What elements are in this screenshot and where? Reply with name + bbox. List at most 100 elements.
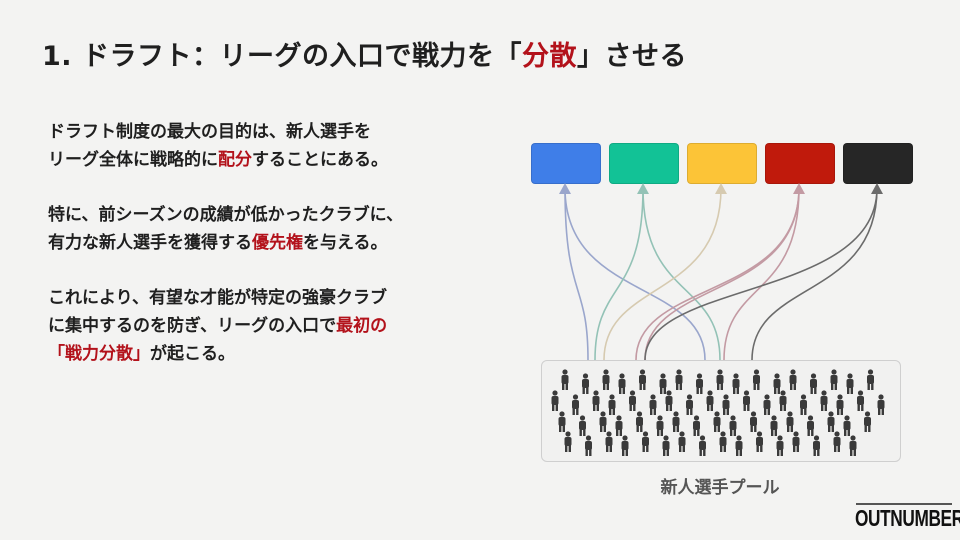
rookie-player-icon — [678, 431, 686, 452]
rookie-player-icon — [686, 394, 693, 415]
rookie-player-icon — [877, 394, 885, 415]
arrowhead-icon — [559, 183, 571, 194]
rookie-player-icon — [599, 411, 607, 432]
rookie-player-icon — [776, 435, 784, 456]
rookie-player-icon — [636, 411, 643, 432]
rookie-player-icon — [585, 435, 592, 456]
rookie-player-icon — [621, 435, 629, 456]
rookie-player-icon — [564, 431, 572, 452]
rookie-player-icon — [719, 431, 727, 452]
team-box-4 — [765, 143, 835, 184]
rookie-player-icon — [743, 390, 750, 411]
rookie-player-icon — [649, 394, 657, 415]
line: 有力な新人選手を獲得する優先権を与える。 — [48, 229, 403, 257]
rookie-player-icon — [656, 415, 664, 436]
team-box-3 — [687, 143, 757, 184]
rookie-player-icon — [659, 373, 667, 394]
rookie-player-icon — [807, 415, 814, 436]
team-box-1 — [531, 143, 601, 184]
rookie-player-icon — [662, 435, 670, 456]
highlight: 「戦力分散」 — [48, 344, 150, 364]
rookie-player-icon — [732, 373, 740, 394]
rookie-player-icon — [786, 411, 794, 432]
rookie-player-icon — [849, 435, 857, 456]
rookie-player-icon — [763, 394, 771, 415]
rookie-player-icon — [665, 390, 673, 411]
draft-arrow — [603, 187, 722, 361]
highlight: 優先権 — [252, 233, 303, 253]
rookie-player-icon — [582, 373, 589, 394]
rookie-player-icon — [779, 390, 787, 411]
rookie-player-icon — [729, 415, 737, 436]
text: 有力な新人選手を獲得する — [48, 233, 252, 253]
rookie-player-icon — [813, 435, 820, 456]
rookie-player-icon — [602, 369, 610, 390]
text: が起こる。 — [150, 344, 235, 364]
slide-title: 1. ドラフト：リーグの入口で戦力を「分散」させる — [42, 34, 687, 73]
rookie-player-icon — [675, 369, 683, 390]
rookie-player-icon — [789, 369, 797, 390]
arrowhead-icon — [715, 183, 727, 194]
rookie-player-icon — [857, 390, 864, 411]
line: 特に、前シーズンの成績が低かったクラブに、 — [48, 205, 404, 225]
team-box-5 — [843, 143, 913, 184]
text: リーグ全体に戦略的に — [48, 150, 218, 170]
body-text: ドラフト制度の最大の目的は、新人選手を リーグ全体に戦略的に配分することにある。… — [48, 118, 403, 395]
rookie-player-icon — [864, 411, 871, 432]
text: を与える。 — [303, 233, 388, 253]
text: に集中するのを防ぎ、リーグの入口で — [48, 316, 337, 336]
team-box-2 — [609, 143, 679, 184]
rookie-player-icon — [672, 411, 680, 432]
outnumber-logo: OUTNUMBER — [855, 505, 960, 531]
rookie-player-icon — [820, 390, 828, 411]
paragraph-3: これにより、有望な才能が特定の強豪クラブ に集中するのを防ぎ、リーグの入口で最初… — [48, 284, 403, 368]
line: に集中するのを防ぎ、リーグの入口で最初の — [48, 312, 403, 340]
draft-arrow — [564, 187, 589, 361]
rookie-player-icon — [693, 415, 700, 436]
draft-arrow — [642, 187, 721, 361]
rookie-player-icon — [561, 369, 569, 390]
rookie-player-icon — [618, 373, 626, 394]
rookie-player-icon — [827, 411, 835, 432]
rookie-player-icon — [867, 369, 874, 390]
rookie-player-icon — [753, 369, 760, 390]
title-highlight: 分散 — [521, 41, 577, 72]
text: することにある。 — [252, 150, 388, 170]
rookie-player-icon — [558, 411, 566, 432]
rookie-player-icon — [792, 431, 800, 452]
line: リーグ全体に戦略的に配分することにある。 — [48, 146, 403, 174]
line: 「戦力分散」が起こる。 — [48, 340, 403, 368]
rookie-player-icon — [750, 411, 757, 432]
rookie-player-icon — [756, 431, 763, 452]
draft-arrow — [751, 187, 878, 361]
rookie-player-icon — [642, 431, 649, 452]
arrowhead-icon — [793, 183, 805, 194]
rookie-player-icon — [592, 390, 600, 411]
rookie-player-icon — [608, 394, 616, 415]
arrowhead-icon — [871, 183, 883, 194]
rookie-player-icon — [810, 373, 817, 394]
line: ドラフト制度の最大の目的は、新人選手を — [48, 122, 371, 142]
paragraph-1: ドラフト制度の最大の目的は、新人選手を リーグ全体に戦略的に配分することにある。 — [48, 118, 403, 174]
draft-arrow — [635, 187, 800, 361]
rookie-player-icon — [836, 394, 844, 415]
highlight: 配分 — [218, 150, 252, 170]
rookie-player-icon — [773, 373, 781, 394]
rookie-player-icon — [605, 431, 613, 452]
rookie-player-icon — [629, 390, 636, 411]
paragraph-2: 特に、前シーズンの成績が低かったクラブに、 有力な新人選手を獲得する優先権を与え… — [48, 201, 403, 257]
rookie-player-icon — [696, 373, 703, 394]
rookie-player-icon — [699, 435, 706, 456]
rookie-player-icon — [830, 369, 838, 390]
rookie-player-icon — [843, 415, 851, 436]
draft-arrow — [594, 187, 644, 361]
rookie-player-icon — [800, 394, 807, 415]
rookie-player-icon — [735, 435, 743, 456]
rookie-player-icon — [833, 431, 841, 452]
rookie-player-icon — [706, 390, 714, 411]
line: これにより、有望な才能が特定の強豪クラブ — [48, 288, 387, 308]
rookie-player-icon — [722, 394, 730, 415]
pool-label: 新人選手プール — [660, 478, 780, 498]
rookie-player-icon — [615, 415, 623, 436]
draft-arrow — [564, 187, 706, 361]
